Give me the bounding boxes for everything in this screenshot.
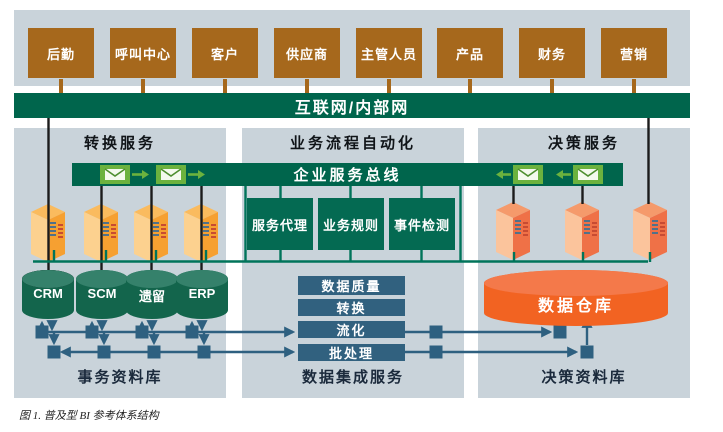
internet-bar: 互联网/内部网 <box>14 93 690 118</box>
panel-footer: 事务资料库 <box>77 369 163 386</box>
figure-caption: 图 1. 普及型 BI 参考体系结构 <box>19 410 159 422</box>
server-icon <box>561 200 603 267</box>
panel-header: 转换服务 <box>83 135 156 152</box>
database-cylinder-icon: 遗留 <box>126 270 178 320</box>
user-group-box: 呼叫中心 <box>110 28 176 78</box>
service-box: 事件检测 <box>389 198 455 250</box>
panel-header: 业务流程自动化 <box>289 135 416 152</box>
server-icon <box>492 200 534 267</box>
pipeline-stage: 数据质量 <box>298 276 405 295</box>
warehouse-label: 数据仓库 <box>537 298 614 315</box>
user-group-box: 产品 <box>437 28 503 78</box>
user-group-box: 主管人员 <box>356 28 422 78</box>
panel-footer: 决策资料库 <box>541 369 627 386</box>
data-warehouse-icon: 数据仓库 <box>484 270 668 328</box>
esb-bar: 企业服务总线 <box>72 163 623 186</box>
user-group-box: 客户 <box>192 28 258 78</box>
user-group-box: 营销 <box>601 28 667 78</box>
user-group-box: 财务 <box>519 28 585 78</box>
server-icon <box>180 202 222 269</box>
database-cylinder-icon: ERP <box>176 270 228 320</box>
panel-header: 决策服务 <box>547 135 620 152</box>
service-box: 业务规则 <box>318 198 384 250</box>
panel-footer: 数据集成服务 <box>301 369 404 386</box>
database-cylinder-icon: SCM <box>76 270 128 320</box>
server-icon <box>80 202 122 269</box>
user-group-box: 供应商 <box>274 28 340 78</box>
user-group-box: 后勤 <box>28 28 94 78</box>
server-icon <box>130 202 172 269</box>
service-box: 服务代理 <box>247 198 313 250</box>
database-cylinder-icon: CRM <box>22 270 74 320</box>
pipeline-stage: 流化 <box>298 321 405 338</box>
pipeline-stage: 批处理 <box>298 344 405 361</box>
server-icon <box>27 202 69 269</box>
server-icon <box>629 200 671 267</box>
pipeline-stage: 转换 <box>298 299 405 316</box>
